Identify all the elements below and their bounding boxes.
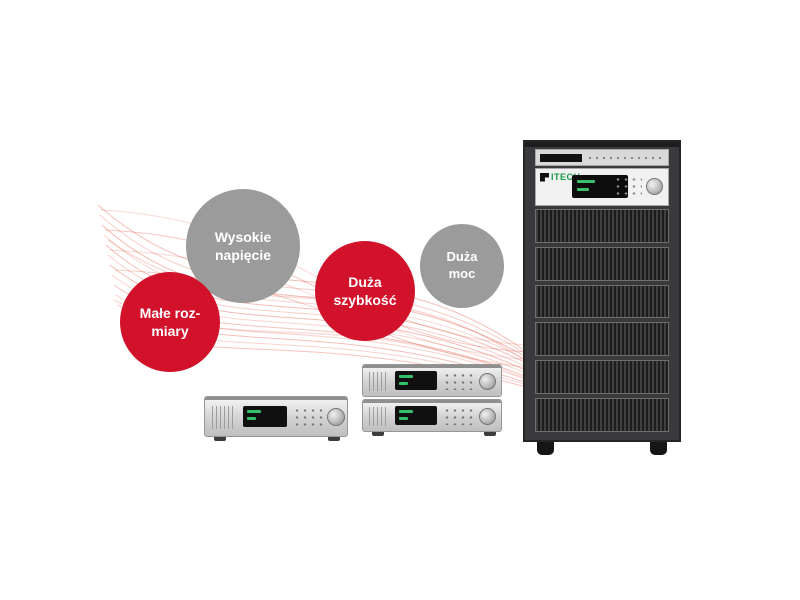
- rack-controller-strip: [535, 149, 669, 166]
- psu-button-grid: [443, 407, 473, 425]
- bubble-label-line: Wysokie: [214, 228, 272, 245]
- itech-logo-mark: [540, 172, 549, 182]
- psu-knob: [327, 408, 345, 426]
- rack-knob: [646, 178, 663, 195]
- psu-vent: [369, 372, 389, 391]
- bubble-label-line: Duża: [446, 249, 478, 265]
- psu-top-strip: [363, 365, 501, 368]
- itech-logo-text: ITECH: [551, 172, 581, 182]
- psu-unit-3: [362, 399, 502, 432]
- rack-grille: [535, 322, 669, 357]
- display-segment: [399, 410, 413, 413]
- psu-display: [395, 371, 437, 390]
- bubble-high-power: Duża moc: [420, 224, 504, 308]
- rack-grille: [535, 246, 669, 281]
- display-segment: [399, 382, 408, 385]
- itech-logo: ITECH: [540, 172, 581, 182]
- display-segment: [247, 410, 261, 413]
- bubble-label-line: miary: [151, 323, 189, 339]
- psu-knob: [479, 373, 496, 390]
- rack-mini-buttons: [586, 153, 664, 162]
- rack-button-grid: [614, 176, 642, 197]
- rack-grille: [535, 398, 669, 432]
- display-segment: [247, 417, 256, 420]
- rack-grille: [535, 284, 669, 319]
- display-segment: [577, 188, 589, 191]
- psu-vent: [212, 406, 236, 429]
- display-segment: [399, 375, 413, 378]
- psu-unit-1: [204, 396, 348, 437]
- bubble-label-line: szybkość: [333, 292, 397, 308]
- rack-grille: [535, 209, 669, 243]
- caster-wheel: [650, 440, 667, 455]
- psu-top-strip: [363, 400, 501, 403]
- rack-grille-stack: [535, 209, 669, 432]
- rack-control-panel: ITECH: [535, 168, 669, 206]
- psu-foot: [328, 437, 340, 441]
- psu-foot: [214, 437, 226, 441]
- bubble-high-voltage: Wysokie napięcie: [186, 189, 300, 303]
- bubble-label-line: Duża: [348, 273, 382, 290]
- rack-top-cap: [525, 142, 679, 147]
- psu-knob: [479, 408, 496, 425]
- display-segment: [399, 417, 408, 420]
- caster-wheel: [537, 440, 554, 455]
- psu-display: [395, 406, 437, 425]
- psu-top-strip: [205, 397, 347, 400]
- psu-foot: [372, 432, 384, 436]
- psu-vent: [369, 407, 389, 426]
- display-segment: [577, 180, 595, 183]
- rack-grille: [535, 360, 669, 395]
- psu-foot: [484, 432, 496, 436]
- bubble-label-line: moc: [448, 266, 476, 281]
- equipment-rack: ITECH: [523, 140, 681, 442]
- bubble-high-speed: Duża szybkość: [315, 241, 415, 341]
- bubble-small-size: Małe roz- miary: [120, 272, 220, 372]
- rack-mini-display: [540, 153, 582, 162]
- psu-unit-2: [362, 364, 502, 397]
- bubble-label-line: napięcie: [214, 247, 272, 263]
- psu-display: [243, 406, 287, 427]
- psu-button-grid: [293, 407, 323, 427]
- bubble-label-line: Małe roz-: [139, 304, 201, 321]
- psu-button-grid: [443, 372, 473, 390]
